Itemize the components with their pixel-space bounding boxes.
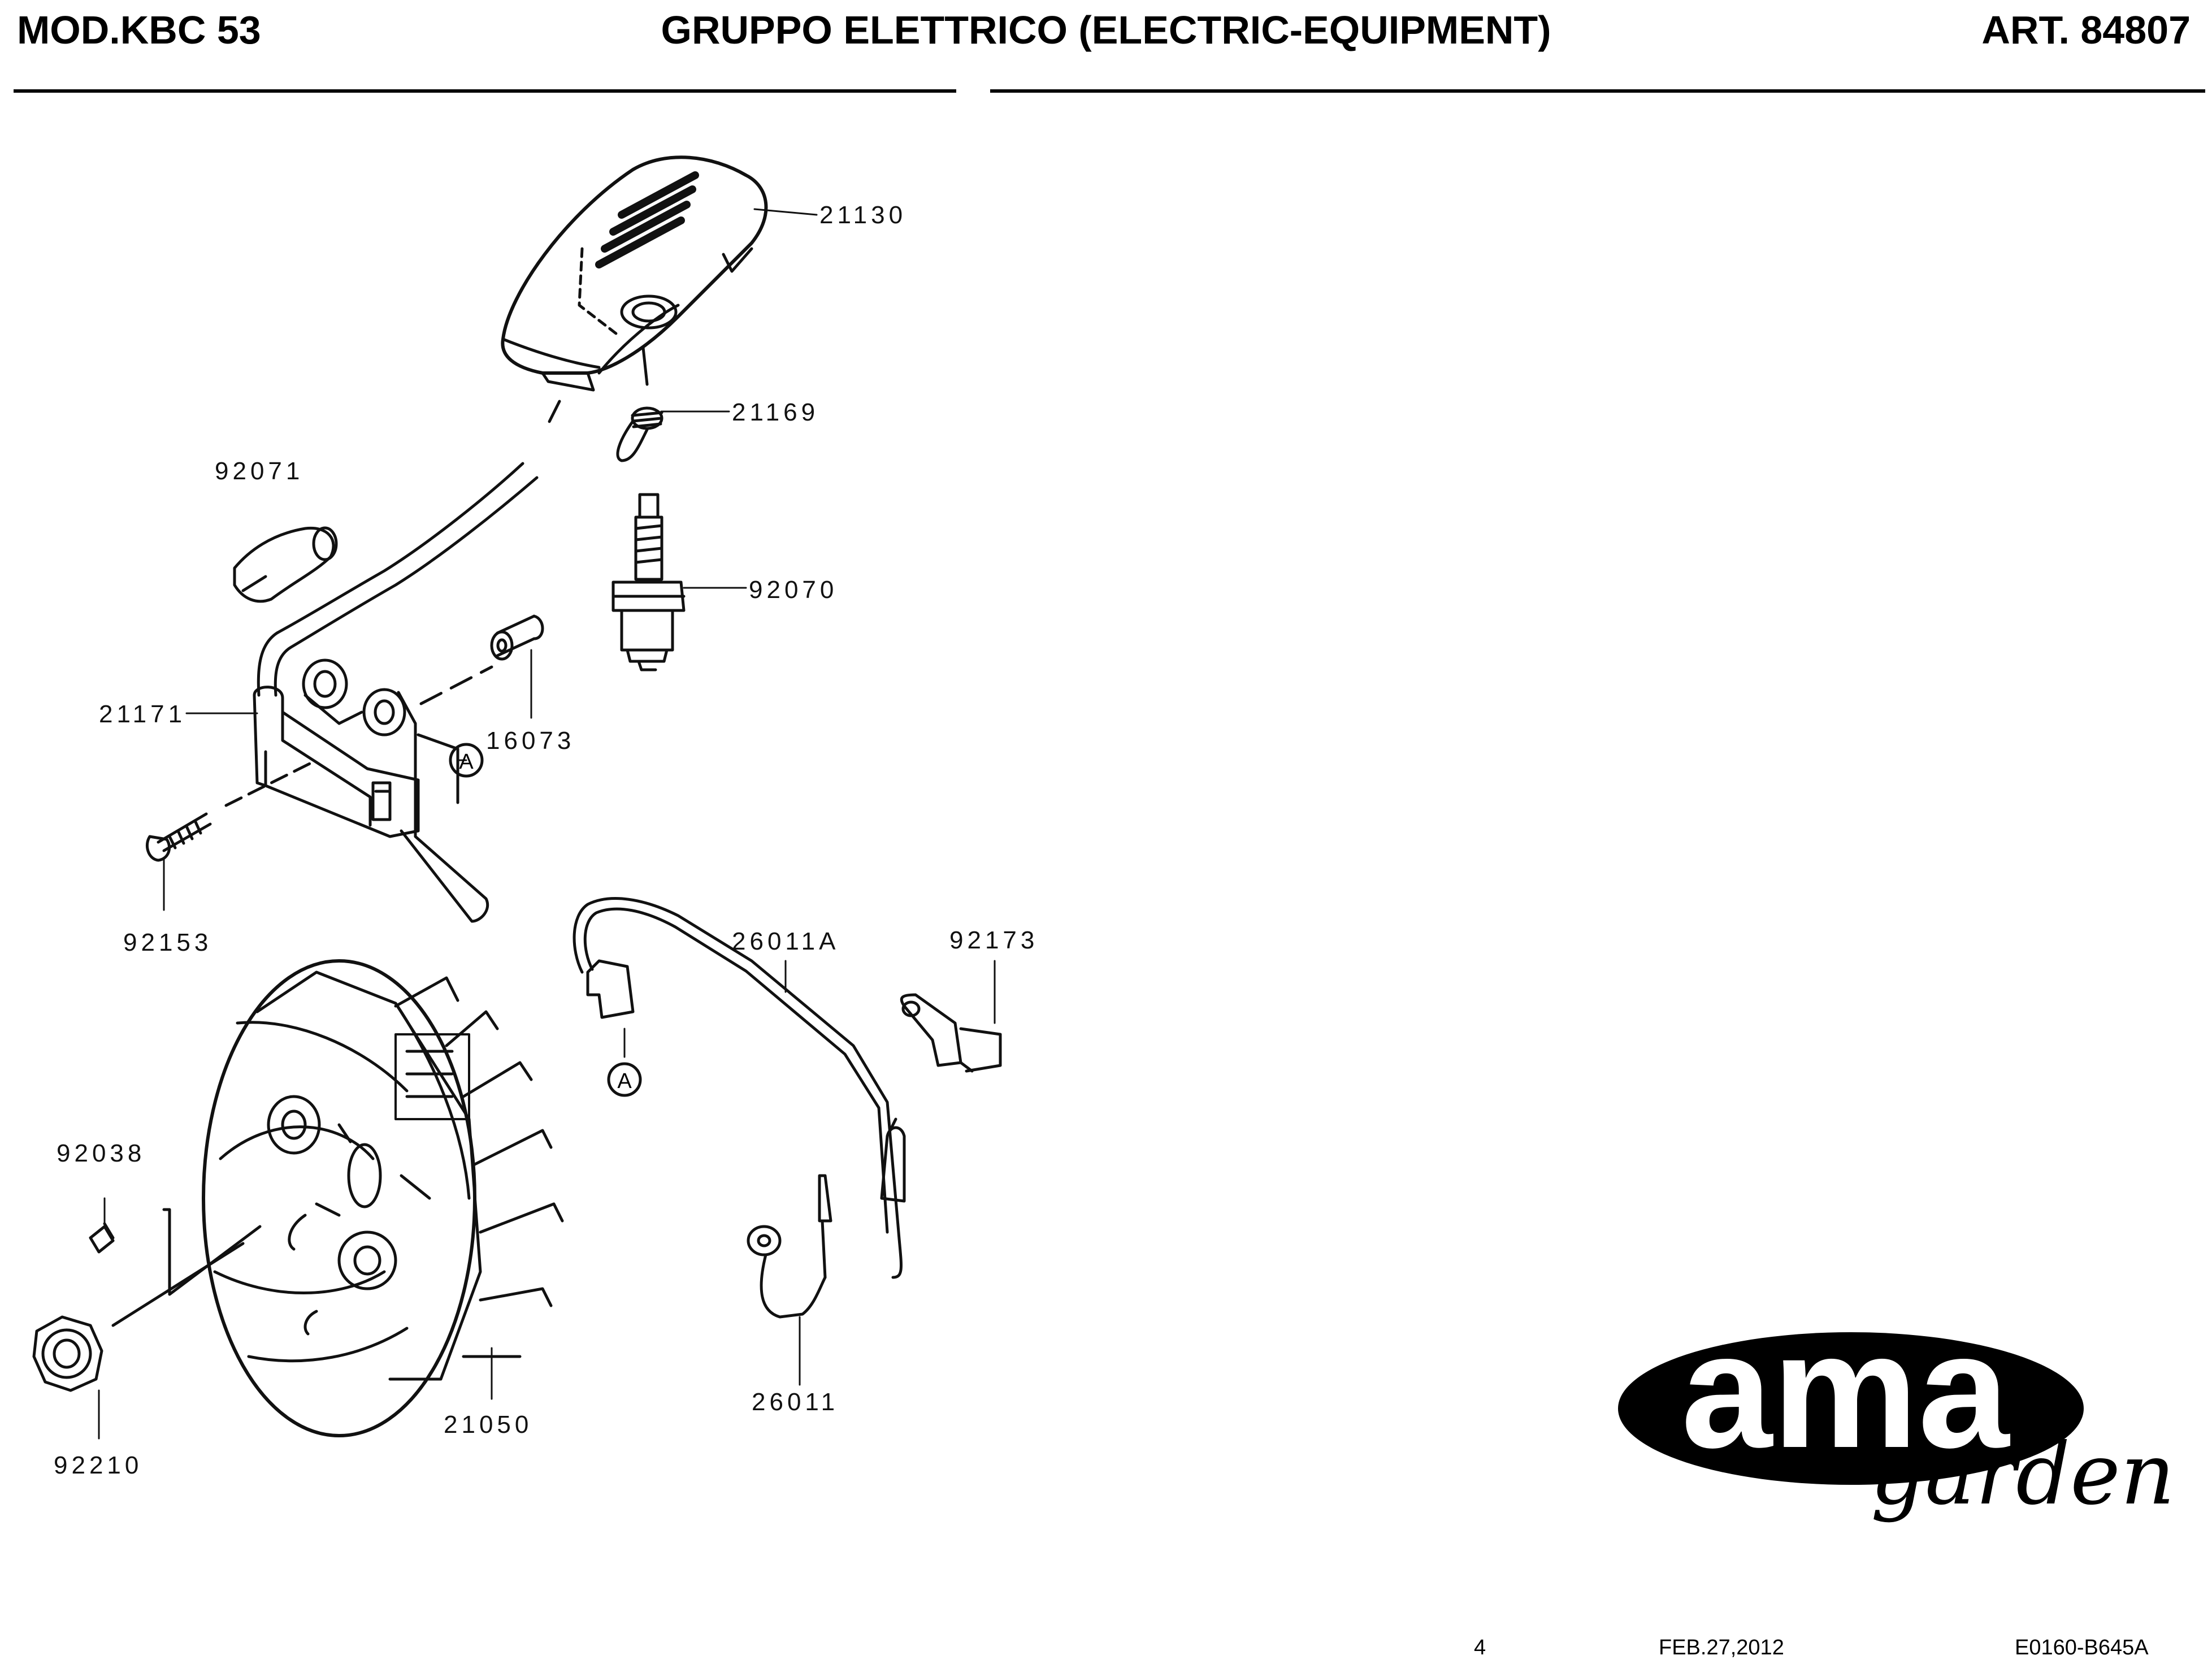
connector-marker-upper bbox=[449, 743, 484, 778]
page-title: GRUPPO ELETTRICO (ELECTRIC-EQUIPMENT) bbox=[661, 8, 1551, 52]
connector-marker-upper-label: A bbox=[459, 750, 474, 774]
header-rule-left bbox=[14, 89, 956, 93]
page-number: 4 bbox=[1474, 1636, 1486, 1659]
leader-lines bbox=[98, 208, 996, 1440]
part-label-26011A: 26011A bbox=[732, 928, 839, 955]
plug-cap-drawing bbox=[233, 526, 338, 603]
article-number: ART. 84807 bbox=[1981, 8, 2191, 52]
ground-wire-drawing bbox=[747, 1174, 832, 1319]
part-label-92071: 92071 bbox=[215, 457, 303, 485]
part-label-92038: 92038 bbox=[57, 1139, 145, 1167]
part-label-92173: 92173 bbox=[949, 926, 1038, 954]
stop-wire-drawing bbox=[572, 897, 906, 1279]
ignition-coil-drawing bbox=[253, 658, 489, 923]
part-label-92153: 92153 bbox=[123, 929, 212, 956]
ignition-lead-drawing bbox=[257, 400, 561, 697]
connector-marker-lower-label: A bbox=[617, 1069, 632, 1093]
part-label-92210: 92210 bbox=[54, 1451, 142, 1479]
document-code: E0160-B645A bbox=[2015, 1636, 2149, 1659]
part-label-26011: 26011 bbox=[752, 1388, 839, 1416]
document-date: FEB.27,2012 bbox=[1659, 1636, 1784, 1659]
part-label-21171: 21171 bbox=[99, 700, 186, 728]
spark-plug-drawing bbox=[611, 493, 686, 671]
part-label-21130: 21130 bbox=[819, 201, 907, 229]
spacer-drawing bbox=[419, 614, 544, 705]
plug-cover-drawing bbox=[501, 155, 768, 392]
logo-brand-text: ama bbox=[1681, 1299, 2010, 1482]
logo-tagline-text: garden bbox=[1871, 1425, 2175, 1524]
ama-garden-logo: ama garden bbox=[1618, 1299, 2175, 1524]
plug-spring-drawing bbox=[616, 346, 663, 462]
part-label-21050: 21050 bbox=[444, 1411, 532, 1438]
coil-bolt-drawing bbox=[146, 759, 318, 862]
part-label-16073: 16073 bbox=[486, 727, 575, 755]
wire-clip-drawing bbox=[900, 993, 1002, 1073]
part-label-92070: 92070 bbox=[749, 576, 838, 604]
part-label-21169: 21169 bbox=[732, 398, 819, 426]
flywheel-nut-drawing bbox=[32, 1242, 245, 1392]
connector-marker-lower bbox=[607, 1062, 642, 1097]
model-title: MOD.KBC 53 bbox=[17, 8, 261, 52]
flywheel-drawing bbox=[202, 959, 564, 1437]
header-rule-right bbox=[990, 89, 2205, 93]
